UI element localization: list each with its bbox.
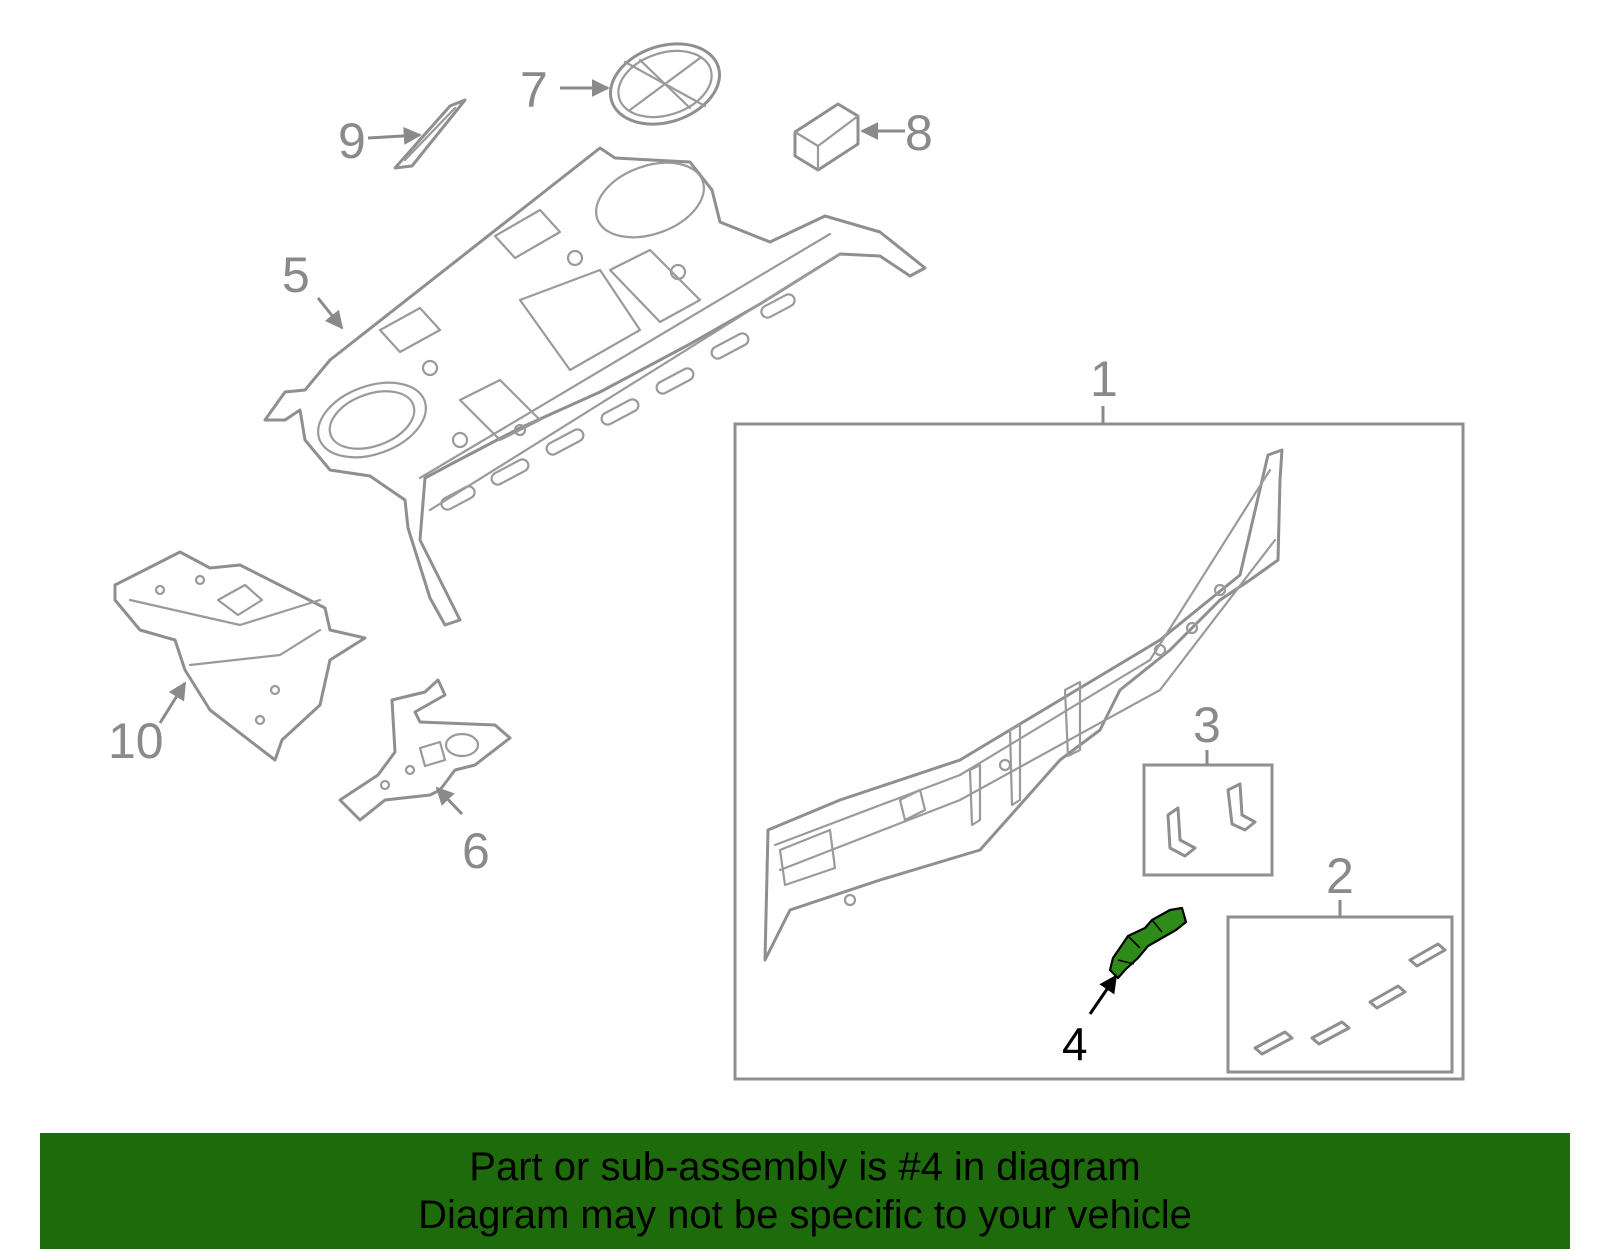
callout-7: 7 [520,62,548,118]
callout-9: 9 [338,113,366,169]
part-1-rear-panel [763,448,1284,962]
callout-8: 8 [905,105,933,161]
callout-2: 2 [1326,848,1354,904]
callout-1: 1 [1090,351,1118,407]
leader-9 [367,126,422,145]
banner-line-1: Part or sub-assembly is #4 in diagram [469,1145,1141,1189]
part-7-speaker-grille [608,42,722,126]
part-10-floor-panel [113,550,367,762]
leader-10 [158,681,187,724]
part-4-shape [1108,906,1188,980]
part-3-brackets [1166,782,1257,858]
leader-5 [316,297,344,330]
info-banner: Part or sub-assembly is #4 in diagram Di… [40,1133,1570,1249]
part-6-bracket-panel [338,678,512,822]
banner-line-2: Diagram may not be specific to your vehi… [418,1193,1192,1237]
leader-6 [435,786,464,816]
part-4-highlighted-bracket [1108,906,1188,980]
part-2-clips [1253,942,1447,1056]
callout-3: 3 [1193,697,1221,753]
assembly-1-frame [733,422,1465,1081]
part-8-block [793,102,860,172]
callout-4: 4 [1062,1018,1088,1070]
callout-10: 10 [108,713,164,769]
callout-5: 5 [282,247,310,303]
part-5-parcel-shelf [263,146,927,627]
part-9-strip [393,98,467,170]
assembly-2-frame [1226,915,1454,1074]
leader-4 [1088,974,1118,1015]
callout-6: 6 [462,823,490,879]
